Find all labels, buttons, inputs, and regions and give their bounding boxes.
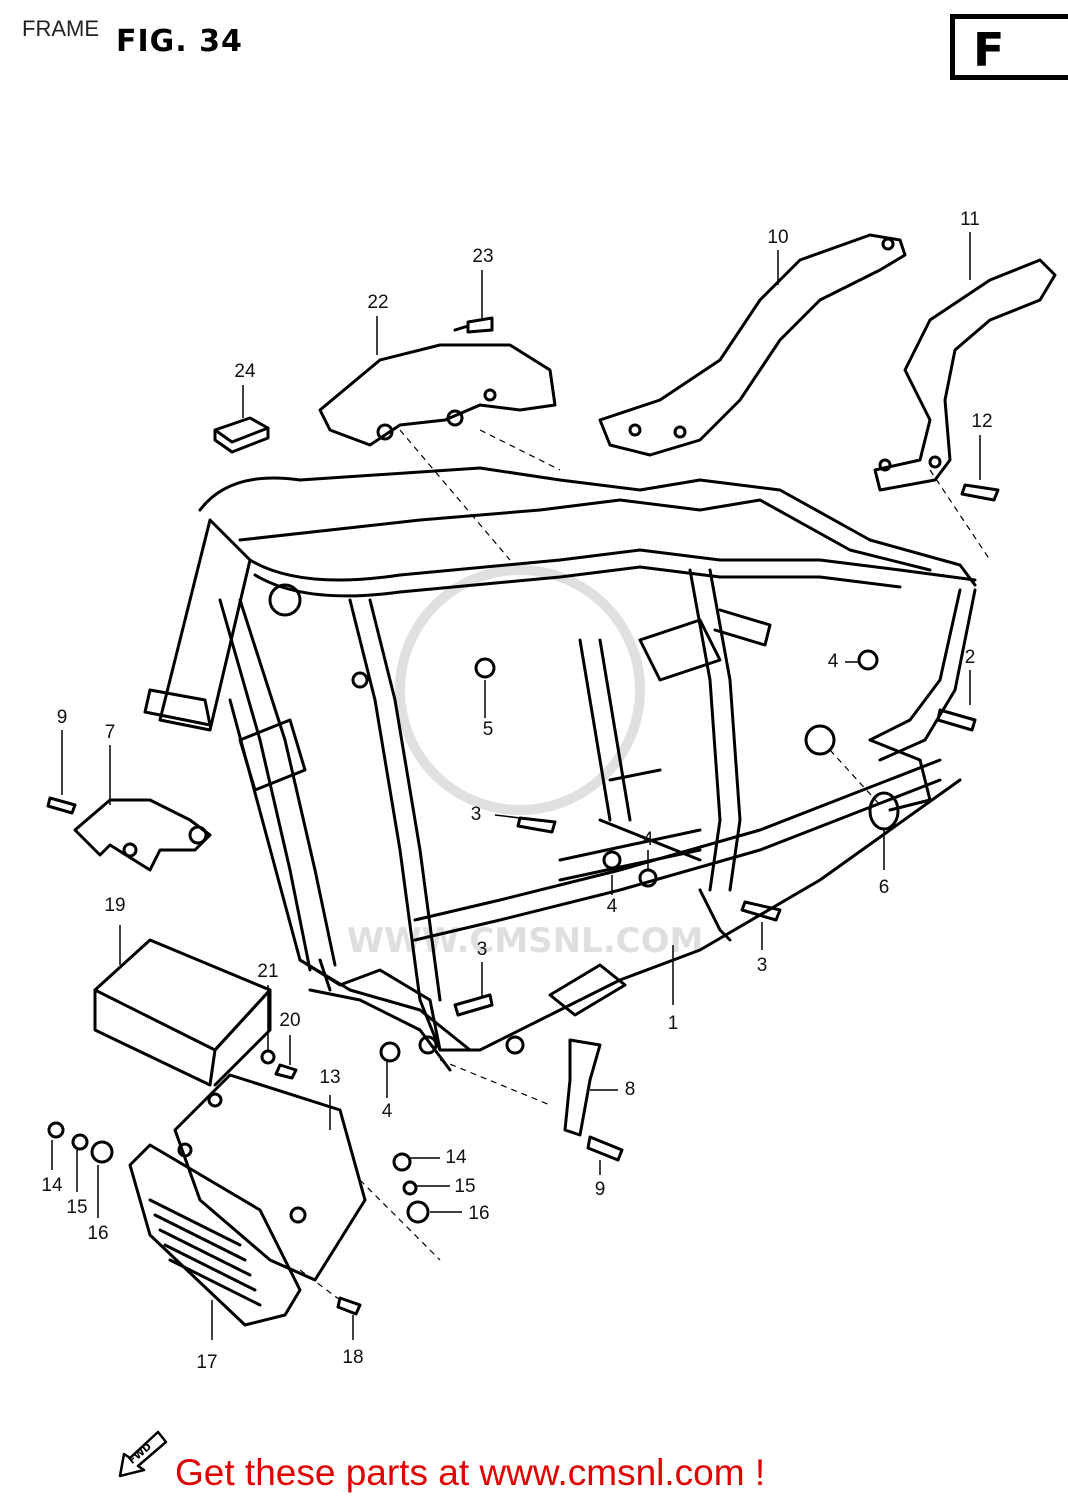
callout-19: 19	[104, 895, 126, 916]
callout-7: 7	[104, 722, 116, 743]
callout-10: 10	[767, 227, 789, 248]
section-code-box: F	[950, 14, 1068, 80]
forward-arrow-icon: FWD	[118, 1430, 168, 1478]
callout-2: 2	[964, 647, 976, 668]
watermark-text: WWW.CMSNL.COM	[347, 921, 704, 961]
watermark: WWW.CMSNL.COM	[347, 565, 704, 961]
callout-13: 13	[319, 1067, 341, 1088]
callout-3: 3	[476, 939, 488, 960]
leader-lines	[51, 232, 981, 1340]
callout-16: 16	[87, 1223, 109, 1244]
frame-stay	[563, 1038, 602, 1137]
callout-14: 14	[41, 1175, 63, 1196]
callout-22: 22	[367, 292, 389, 313]
bolts	[46, 316, 1000, 1316]
callout-11: 11	[960, 209, 980, 230]
callout-17: 17	[196, 1352, 218, 1373]
callout-20: 20	[279, 1010, 301, 1031]
side-cover	[173, 1073, 367, 1282]
callout-14: 14	[445, 1147, 467, 1168]
section-code: F	[973, 23, 1005, 77]
callout-9: 9	[56, 707, 68, 728]
dashed-guides	[299, 429, 991, 1301]
callout-5: 5	[482, 719, 494, 740]
left-frame-rail	[598, 233, 907, 457]
callout-8: 8	[624, 1079, 636, 1100]
section-title: FRAME	[22, 16, 99, 41]
callout-4: 4	[381, 1101, 393, 1122]
frame-cap	[868, 791, 900, 831]
callout-6: 6	[878, 877, 890, 898]
callout-18: 18	[342, 1347, 364, 1368]
top-bracket	[318, 343, 557, 447]
figure-number: FIG. 34	[116, 24, 243, 59]
callout-12: 12	[971, 411, 993, 432]
callout-9: 9	[594, 1179, 606, 1200]
footer-link[interactable]: Get these parts at www.cmsnl.com !	[175, 1452, 766, 1493]
callout-4: 4	[642, 829, 654, 850]
callout-15: 15	[454, 1176, 476, 1197]
callout-15: 15	[66, 1197, 88, 1218]
battery-box	[93, 938, 272, 1087]
right-frame-rail	[873, 258, 1057, 492]
callout-21: 21	[257, 961, 279, 982]
callout-3: 3	[470, 804, 482, 825]
front-bracket	[73, 798, 212, 872]
callout-4: 4	[606, 896, 618, 917]
callout-1: 1	[667, 1013, 679, 1034]
callout-16: 16	[468, 1203, 490, 1224]
callout-24: 24	[234, 361, 256, 382]
rubber-block	[213, 416, 270, 454]
callout-23: 23	[472, 246, 494, 267]
callout-4: 4	[827, 651, 839, 672]
callout-3: 3	[756, 955, 768, 976]
grill-cover	[128, 1143, 302, 1327]
